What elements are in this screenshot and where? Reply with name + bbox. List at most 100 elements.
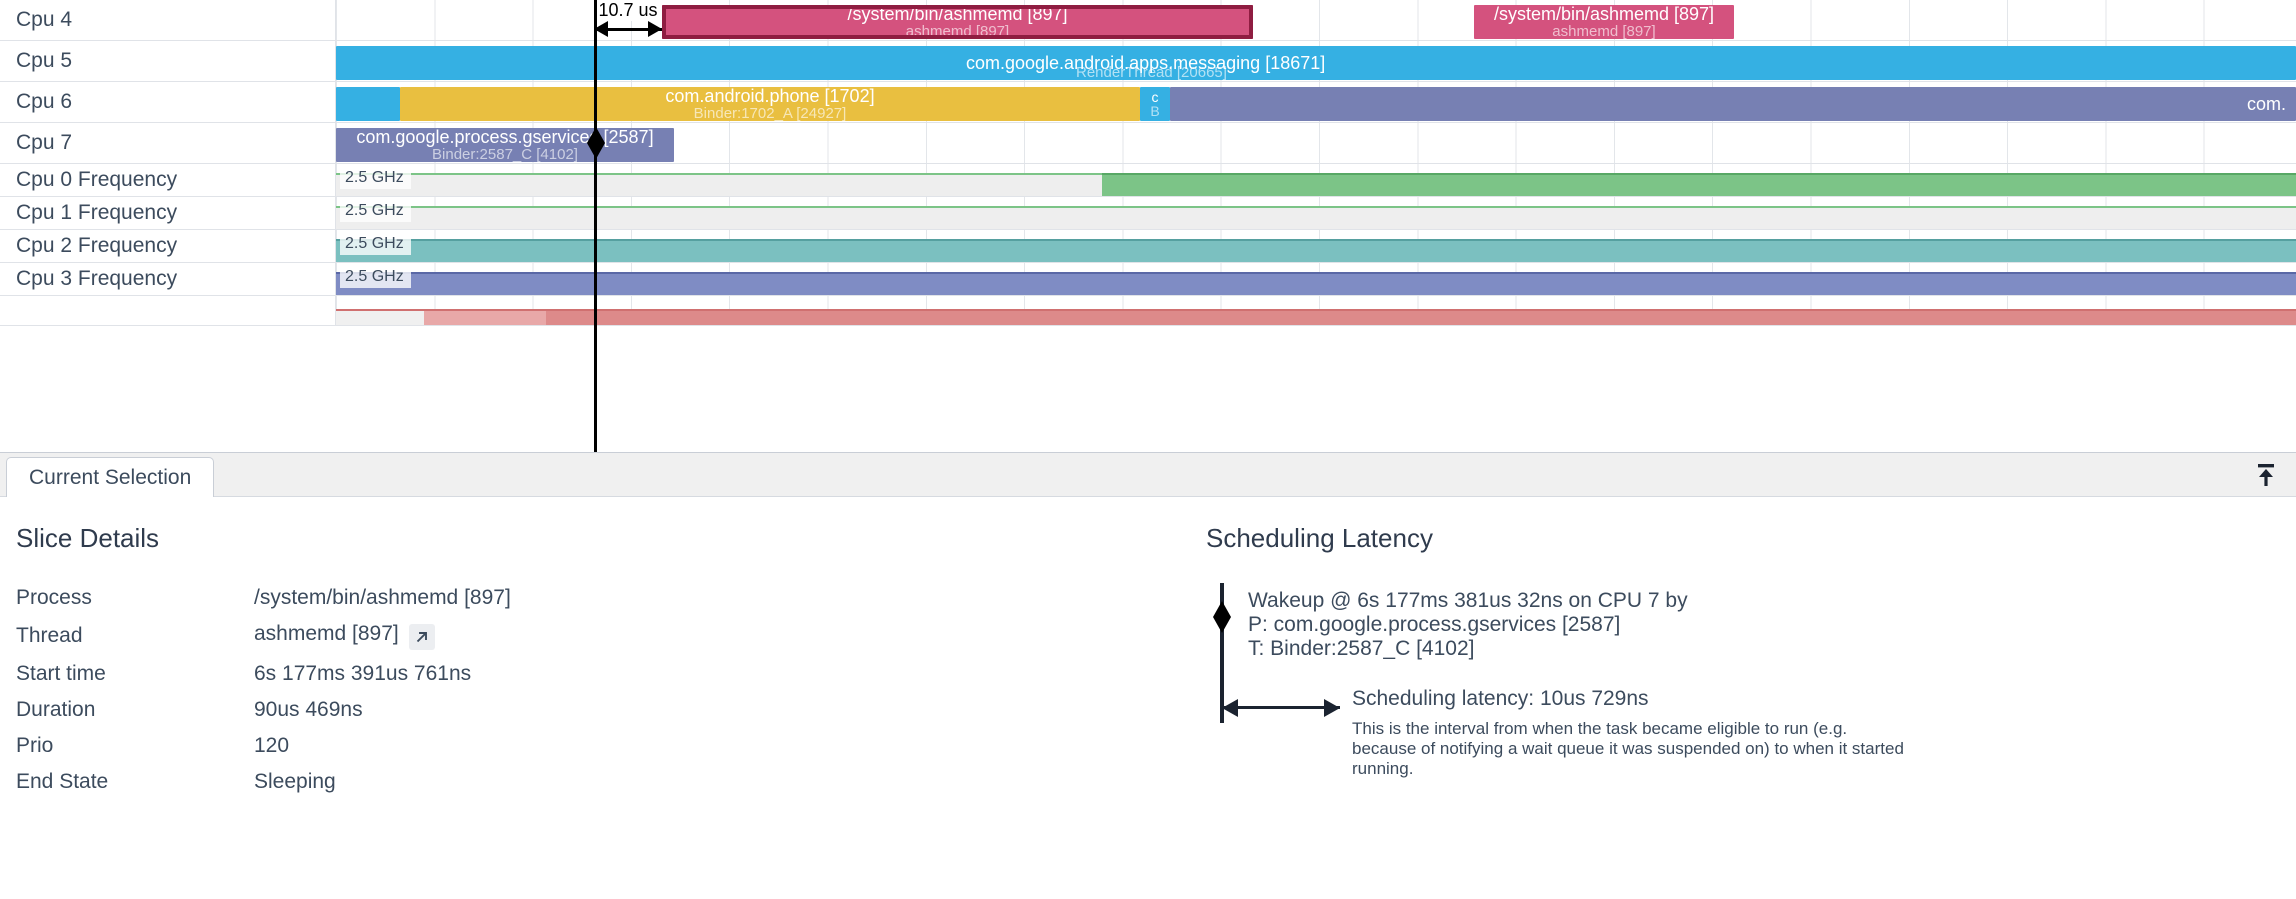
wakeup-line-1: Wakeup @ 6s 177ms 381us 32ns on CPU 7 by bbox=[1248, 589, 1688, 612]
track-label-cpu7: Cpu 7 bbox=[0, 123, 336, 163]
latency-info: Scheduling latency: 10us 729ns This is t… bbox=[1352, 687, 1912, 779]
track-label-cpu5: Cpu 5 bbox=[0, 41, 336, 81]
tab-label: Current Selection bbox=[29, 465, 192, 489]
slice-title: /system/bin/ashmemd [897] bbox=[847, 5, 1068, 24]
table-row: Process /system/bin/ashmemd [897] bbox=[16, 580, 511, 616]
tab-current-selection[interactable]: Current Selection bbox=[6, 457, 215, 497]
row-value: Sleeping bbox=[254, 770, 336, 793]
counter-segment bbox=[1102, 173, 2296, 196]
counter-segment bbox=[336, 206, 2296, 229]
counter-series-cpu2 bbox=[336, 230, 2296, 262]
slice-title: com.google.process.gservices [2587] bbox=[356, 128, 654, 147]
row-value-thread: ashmemd [897] bbox=[254, 616, 511, 656]
track-row-cpu5[interactable]: Cpu 5 com.google.android.apps.messaging … bbox=[0, 41, 2296, 82]
track-canvas-cpu2-frequency[interactable]: 2.5 GHz bbox=[336, 230, 2296, 262]
slice-subtitle: ashmemd [897] bbox=[905, 22, 1010, 39]
slice-ashmemd-selected[interactable]: /system/bin/ashmemd [897] ashmemd [897] bbox=[662, 5, 1253, 39]
track-label-cpu4: Cpu 4 bbox=[0, 0, 336, 40]
slice-cpu6-purple[interactable]: com. bbox=[1170, 87, 2296, 121]
counter-segment bbox=[336, 309, 424, 325]
table-row: Duration 90us 469ns bbox=[16, 692, 511, 728]
counter-value-label-cpu2: 2.5 GHz bbox=[340, 234, 411, 255]
track-label-cpu6: Cpu 6 bbox=[0, 82, 336, 122]
track-canvas-cpu1-frequency[interactable]: 2.5 GHz bbox=[336, 197, 2296, 229]
wakeup-line-3: T: Binder:2587_C [4102] bbox=[1248, 637, 1475, 660]
details-panel-body: Slice Details Process /system/bin/ashmem… bbox=[0, 497, 2296, 899]
collapse-panel-button[interactable] bbox=[2246, 457, 2286, 493]
slice-title: c bbox=[1151, 89, 1159, 105]
counter-segment bbox=[336, 272, 2296, 295]
row-value: 90us 469ns bbox=[254, 698, 363, 721]
scheduling-latency-section: Scheduling Latency Wakeup @ 6s 177ms 381… bbox=[1200, 497, 2250, 778]
scheduling-latency-title: Scheduling Latency bbox=[1206, 523, 1433, 553]
row-key: Duration bbox=[16, 698, 96, 721]
arrow-bar bbox=[1222, 706, 1340, 709]
slice-cpu6-cb[interactable]: c B bbox=[1140, 87, 1170, 121]
track-label-cpu3-frequency: Cpu 3 Frequency bbox=[0, 263, 336, 295]
track-label-cpu2-frequency: Cpu 2 Frequency bbox=[0, 230, 336, 262]
scheduling-latency-diagram: Wakeup @ 6s 177ms 381us 32ns on CPU 7 by… bbox=[1206, 583, 2246, 863]
slice-subtitle: ashmemd [897] bbox=[1552, 22, 1656, 39]
counter-value-label-cpu0: 2.5 GHz bbox=[340, 168, 411, 189]
latency-span-arrow bbox=[1222, 699, 1340, 717]
slice-subtitle: Binder:2587_C [4102] bbox=[432, 145, 578, 162]
latency-description: This is the interval from when the task … bbox=[1352, 719, 1904, 778]
slice-messaging[interactable]: com.google.android.apps.messaging [18671… bbox=[336, 46, 2296, 80]
duration-annotation-label: 10.7 us bbox=[594, 0, 662, 21]
timeline-cursor[interactable] bbox=[594, 0, 597, 452]
slice-details-title: Slice Details bbox=[16, 523, 160, 553]
track-canvas-cpu4[interactable]: /system/bin/ashmemd [897] ashmemd [897] … bbox=[336, 0, 2296, 40]
track-label-cpu1-frequency: Cpu 1 Frequency bbox=[0, 197, 336, 229]
thread-value: ashmemd [897] bbox=[254, 622, 399, 645]
track-row-partial[interactable] bbox=[0, 296, 2296, 326]
slice-subtitle: RenderThread [20665] bbox=[1076, 64, 1227, 81]
track-canvas-cpu6[interactable]: com.android.phone [1702] Binder:1702_A [… bbox=[336, 82, 2296, 122]
slice-title: com.android.phone [1702] bbox=[665, 87, 875, 106]
track-canvas-cpu5[interactable]: com.google.android.apps.messaging [18671… bbox=[336, 41, 2296, 81]
track-row-cpu2-frequency[interactable]: Cpu 2 Frequency 2.5 GHz bbox=[0, 230, 2296, 263]
row-key: Process bbox=[16, 586, 92, 609]
track-row-cpu7[interactable]: Cpu 7 com.google.process.gservices [2587… bbox=[0, 123, 2296, 164]
slice-cpu6-a[interactable] bbox=[336, 87, 400, 121]
arrow-head-right-icon bbox=[648, 21, 662, 37]
counter-value-label-cpu3: 2.5 GHz bbox=[340, 267, 411, 288]
arrow-head-left-icon bbox=[1222, 699, 1238, 717]
counter-segment bbox=[546, 309, 2296, 325]
slice-ashmemd-2[interactable]: /system/bin/ashmemd [897] ashmemd [897] bbox=[1474, 5, 1734, 39]
table-row: Thread ashmemd [897] bbox=[16, 616, 511, 656]
slice-title: /system/bin/ashmemd [897] bbox=[1493, 5, 1715, 24]
table-row: End State Sleeping bbox=[16, 764, 511, 800]
row-key: Start time bbox=[16, 662, 106, 685]
track-canvas-cpu0-frequency[interactable]: 2.5 GHz bbox=[336, 164, 2296, 196]
duration-annotation: 10.7 us bbox=[594, 0, 662, 37]
details-tab-bar[interactable]: Current Selection bbox=[0, 453, 2296, 497]
slice-gservices[interactable]: com.google.process.gservices [2587] Bind… bbox=[336, 128, 674, 162]
counter-series-cpu1 bbox=[336, 197, 2296, 229]
track-row-cpu6[interactable]: Cpu 6 com.android.phone [1702] Binder:17… bbox=[0, 82, 2296, 123]
diagram-vertical-line bbox=[1220, 583, 1224, 723]
track-label-partial bbox=[0, 296, 336, 325]
track-row-cpu0-frequency[interactable]: Cpu 0 Frequency 2.5 GHz bbox=[0, 164, 2296, 197]
track-canvas-cpu7[interactable]: com.google.process.gservices [2587] Bind… bbox=[336, 123, 2296, 163]
slice-android-phone[interactable]: com.android.phone [1702] Binder:1702_A [… bbox=[400, 87, 1140, 121]
latency-value: Scheduling latency: 10us 729ns bbox=[1352, 687, 1649, 710]
table-row: Start time 6s 177ms 391us 761ns bbox=[16, 656, 511, 692]
counter-segment bbox=[336, 239, 2296, 262]
counter-value-label-cpu1: 2.5 GHz bbox=[340, 201, 411, 222]
track-canvas-partial[interactable] bbox=[336, 296, 2296, 325]
track-label-cpu0-frequency: Cpu 0 Frequency bbox=[0, 164, 336, 196]
row-value: 6s 177ms 391us 761ns bbox=[254, 662, 472, 685]
table-row: Prio 120 bbox=[16, 728, 511, 764]
track-row-cpu1-frequency[interactable]: Cpu 1 Frequency 2.5 GHz bbox=[0, 197, 2296, 230]
counter-series-cpu3 bbox=[336, 263, 2296, 295]
counter-segment bbox=[336, 173, 1102, 196]
timeline-viewport[interactable]: Cpu 4 /system/bin/ashmemd [897] ashmemd … bbox=[0, 0, 2296, 452]
open-thread-link-button[interactable] bbox=[408, 624, 435, 650]
track-canvas-cpu3-frequency[interactable]: 2.5 GHz bbox=[336, 263, 2296, 295]
row-value: /system/bin/ashmemd [897] bbox=[254, 586, 511, 609]
row-key: End State bbox=[16, 770, 109, 793]
counter-segment bbox=[424, 309, 546, 325]
track-row-cpu3-frequency[interactable]: Cpu 3 Frequency 2.5 GHz bbox=[0, 263, 2296, 296]
track-row-cpu4[interactable]: Cpu 4 /system/bin/ashmemd [897] ashmemd … bbox=[0, 0, 2296, 41]
slice-title: com. bbox=[2246, 93, 2286, 114]
